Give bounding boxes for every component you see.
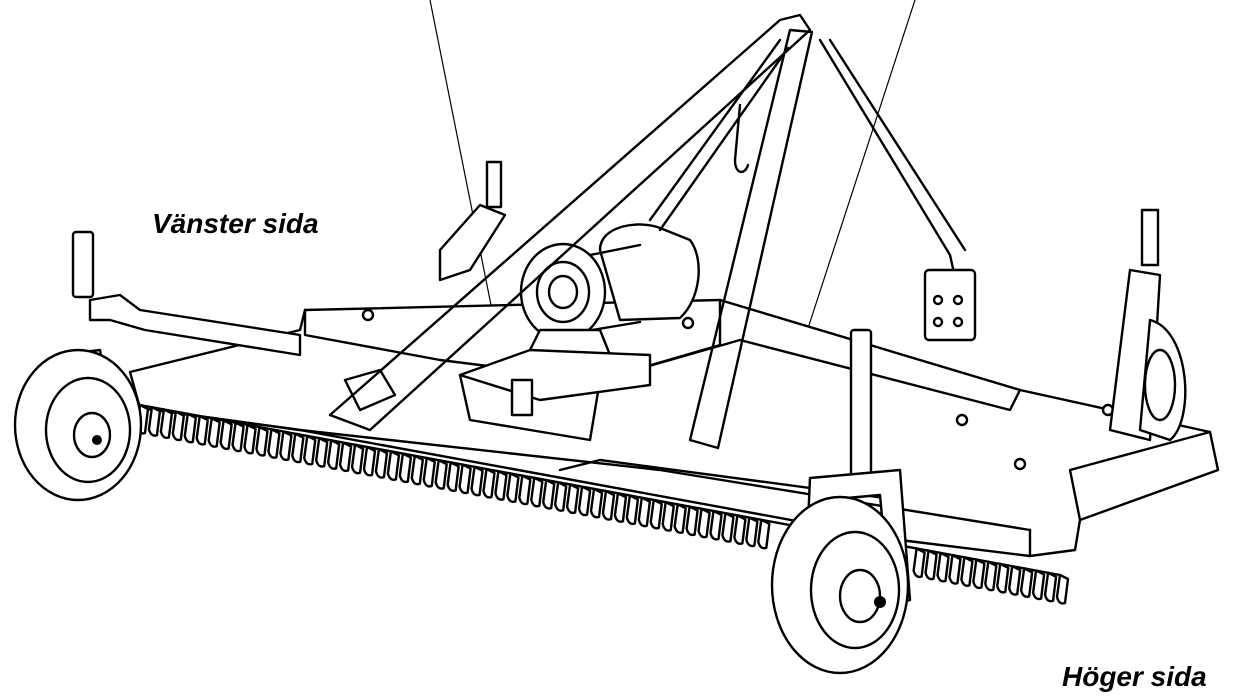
flail-blade [219,419,233,451]
flail-blade [1019,567,1034,598]
left-side-label: Vänster sida [152,208,319,239]
flail-blade [374,447,389,479]
flail-blade [984,560,998,592]
flail-blade [697,507,711,539]
deck-bolt [955,413,969,427]
flail-blade [338,441,353,473]
flail-blade [924,549,938,581]
flail-blade [542,478,556,510]
flail-blade [434,458,448,490]
flail-blade [530,476,544,508]
flail-blade [494,470,508,501]
flail-blade [518,474,532,506]
flail-blade [709,509,723,541]
flail-blade [410,454,425,486]
flail-blade [948,553,962,585]
flail-blade [267,428,281,459]
flail-blade [757,518,771,550]
flail-blade [996,562,1010,594]
flail-blade [960,556,974,587]
flail-blade [1008,564,1022,596]
flail-blade [303,434,317,466]
flail-blade [291,432,305,464]
flail-blade [326,439,341,470]
flail-blade [589,487,604,519]
flail-blade [398,452,413,484]
flail-blade [315,436,329,468]
rear-stand-left [438,160,507,282]
gearbox [458,223,700,417]
flail-blade [936,551,950,583]
flail-blade [912,547,926,579]
flail-blade [482,467,496,499]
flail-blade [195,414,209,446]
flail-blade [625,494,640,526]
deck-bolt [681,316,695,330]
flail-blade [386,450,401,481]
flail-blade [470,465,484,497]
hitch-frame [328,13,977,450]
flail-blade [506,472,520,504]
flail-blade [243,423,257,455]
flail-blade [350,443,365,475]
flail-blade [207,417,221,448]
flail-blade [159,408,174,439]
flail-blade [661,500,675,532]
flail-blade [553,481,568,512]
flail-blade [685,505,699,537]
flail-blade [1043,571,1058,603]
deck-bolt [1013,457,1027,471]
leader-line-right [795,0,916,366]
flail-blade [649,498,663,530]
flail-blade [255,425,269,457]
flail-blade [279,430,293,462]
flail-blade [183,412,197,444]
rear-right-wheel [1138,318,1187,442]
flail-blade [231,421,245,453]
flail-blade [733,514,747,545]
flail-blade [637,496,652,528]
flail-blade [613,492,628,523]
right-side-label: Höger sida [1062,661,1207,692]
flail-blade [745,516,759,548]
flail-blade [147,406,162,437]
flail-blade [362,445,377,477]
flail-blade [565,483,580,515]
flail-blade [171,410,186,442]
flail-blade [1031,569,1046,601]
leader-line-left [429,0,497,331]
deck-bolt [361,308,375,322]
flail-blade [601,489,616,521]
left-caster-wheel [13,230,302,502]
flail-blade [673,503,687,534]
flail-blade [458,463,472,495]
flail-blade [721,511,735,543]
flail-blade [446,461,460,492]
right-caster-wheel [770,328,912,675]
flail-blade [422,456,436,488]
flail-blade [577,485,592,517]
flail-blade [972,558,986,590]
flail-blade [1055,573,1070,605]
